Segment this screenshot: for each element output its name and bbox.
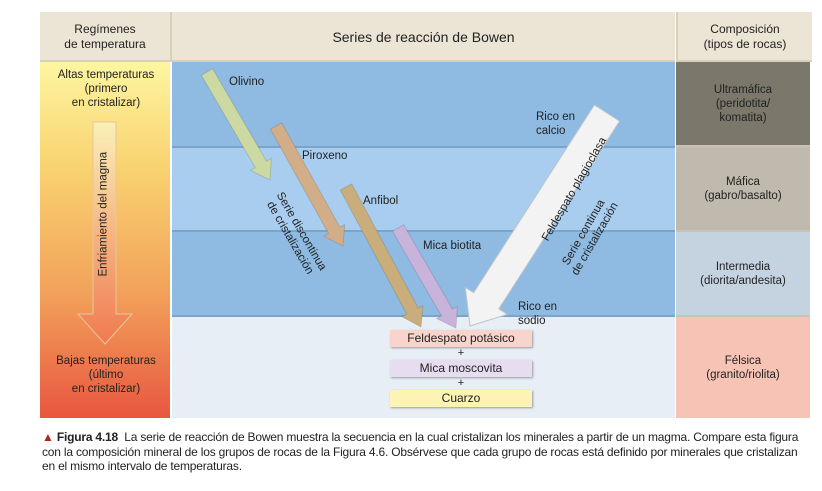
plus-sign: + [457, 347, 465, 359]
caption-text: La serie de reacción de Bowen muestra la… [42, 430, 799, 473]
figure-number: Figura 4.18 [56, 430, 118, 444]
calcium-rich-label: Rico en calcio [536, 111, 575, 137]
high-temperature-label: Altas temperaturas (primero en cristaliz… [57, 69, 155, 109]
biotite-arrow [391, 224, 458, 329]
olivine-label: Olivino [229, 76, 265, 88]
biotite-label: Mica biotita [423, 240, 482, 252]
composition-intermediate: Intermedia (diorita/andesita) [676, 232, 810, 317]
k-feldspar-box: Feldespato potásico [390, 330, 532, 347]
low-temperature-label: Bajas temperaturas (último en cristaliza… [56, 355, 156, 395]
pyroxene-arrow [269, 122, 346, 247]
quartz-box: Cuarzo [390, 390, 532, 407]
triangle-icon: ▲ [42, 430, 54, 444]
figure-caption: ▲ Figura 4.18 La serie de reacción de Bo… [42, 430, 812, 474]
pyroxene-label: Piroxeno [302, 150, 348, 162]
sodium-rich-label: Rico en sodio [518, 301, 557, 327]
series-header: Series de reacción de Bowen [172, 12, 675, 62]
amphibole-label: Anfibol [363, 195, 399, 207]
temperature-header: Regímenes de temperatura [40, 12, 172, 62]
plagioclase-arrow [464, 104, 621, 327]
composition-mafic: Máfica (gabro/basalto) [676, 147, 810, 232]
cooling-arrow-icon [76, 121, 134, 345]
plus-sign: + [457, 377, 465, 389]
composition-header: Composición (tipos de rocas) [676, 12, 812, 62]
composition-felsic: Félsica (granito/riolita) [676, 317, 810, 418]
amphibole-arrow [339, 183, 424, 328]
composition-ultramafic: Ultramáfica (peridotita/ komatita) [676, 62, 810, 147]
muscovite-box: Mica moscovita [390, 360, 532, 377]
olivine-arrow [200, 68, 272, 181]
